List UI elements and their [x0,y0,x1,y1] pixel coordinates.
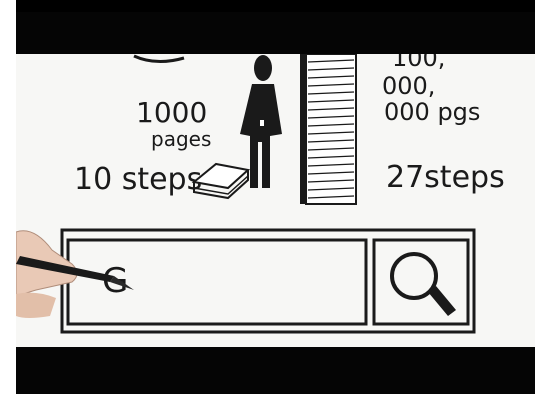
right-steps-label: 27steps [386,160,505,195]
left-steps-label: 10 steps [74,162,202,197]
left-pages-number: 1000 [136,96,207,129]
drawing: 1000 pages 10 steps [16,54,535,347]
right-pages-line3: 000 pgs [384,98,480,126]
whiteboard-scene: 1000 pages 10 steps [16,54,535,347]
left-pages-label: pages [151,127,211,151]
right-pages-line2: 000, [382,72,435,100]
tall-page-stack-icon [300,54,356,204]
scribble-top [134,56,184,62]
letterbox-bottom [16,347,535,394]
person-icon [240,55,282,188]
right-pages-line1: 100, [392,54,445,72]
left-margin [0,0,16,394]
search-bar-drawing: G [62,230,474,332]
letterbox-top [16,12,535,54]
search-icon [392,254,456,316]
